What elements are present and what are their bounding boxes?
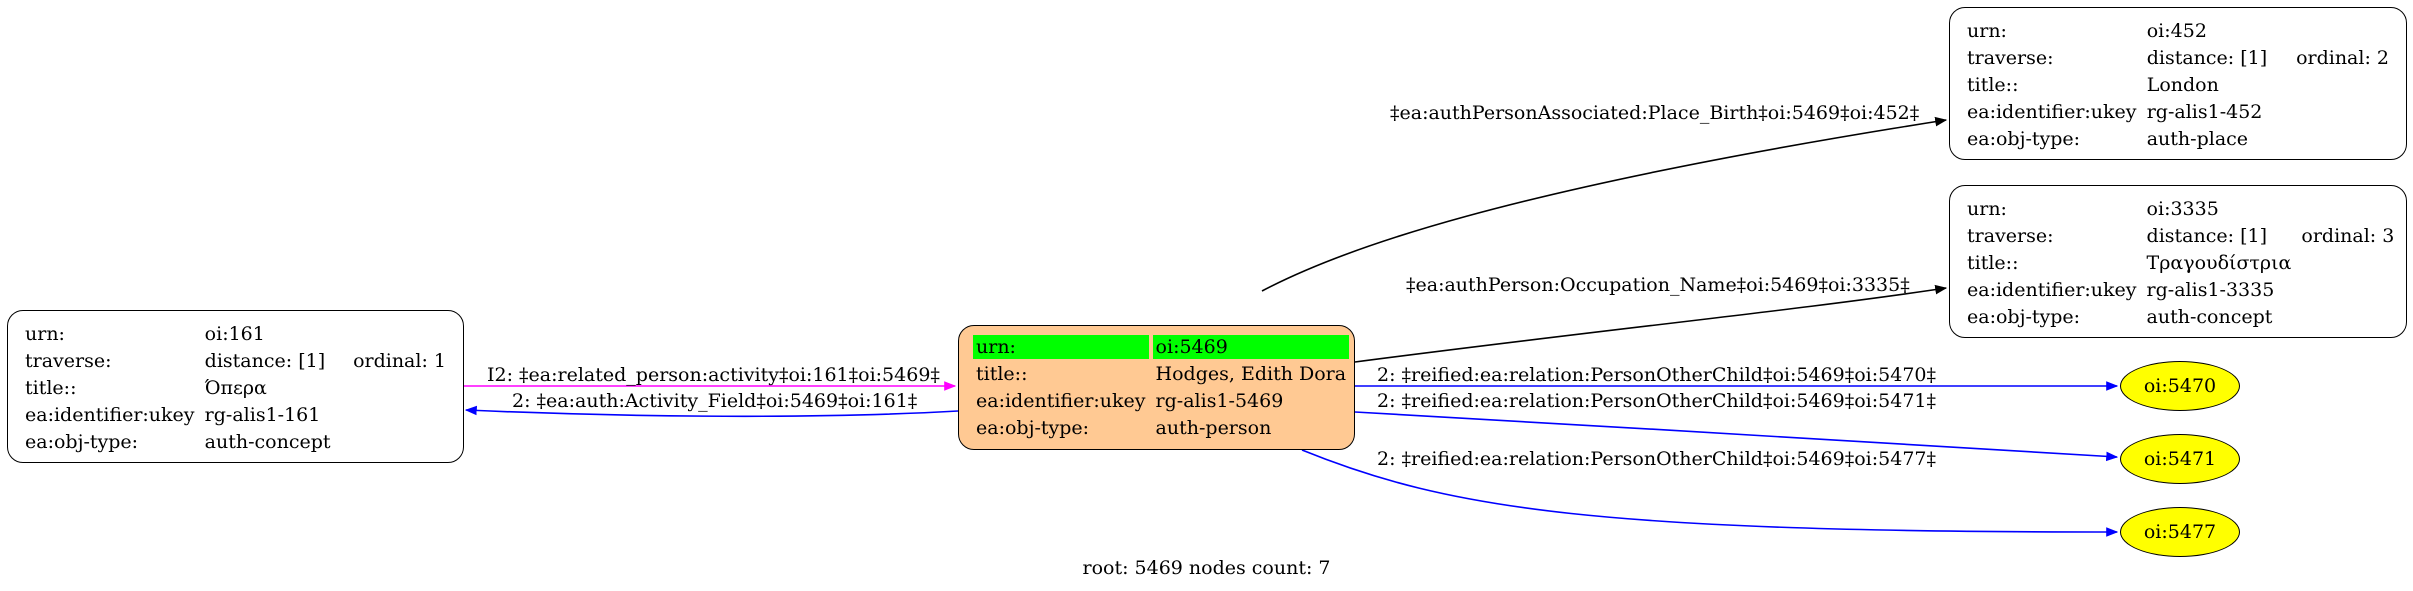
field-extra xyxy=(350,430,449,454)
root-node-oi-5469[interactable]: urn:oi:5469 title::Hodges, Edith Dora ea… xyxy=(958,325,1355,450)
field-label: ea:identifier:ukey xyxy=(1967,101,2137,123)
edge-child-5477 xyxy=(1301,449,2119,537)
field-value: rg-alis1-452 xyxy=(2146,101,2263,123)
node-oi-5471[interactable]: oi:5471 xyxy=(2120,434,2240,484)
edge-label-child-5471: 2: ‡reified:ea:relation:PersonOtherChild… xyxy=(1377,390,1936,412)
field-extra xyxy=(350,403,449,427)
field-value: Τραγουδίστρια xyxy=(2146,252,2292,274)
field-value: distance: [1] xyxy=(204,350,326,372)
edge-place-birth xyxy=(1261,116,1948,292)
field-value: oi:161 xyxy=(204,323,265,345)
field-extra xyxy=(2298,197,2397,221)
field-label: urn: xyxy=(25,323,65,345)
edge-label-activity-field: 2: ‡ea:auth:Activity_Field‡oi:5469‡oi:16… xyxy=(512,390,918,412)
field-value: London xyxy=(2146,74,2219,96)
field-label: ea:identifier:ukey xyxy=(25,404,195,426)
edge-label-place-birth: ‡ea:authPersonAssociated:Place_Birth‡oi:… xyxy=(1390,102,1920,124)
field-label: ea:obj-type: xyxy=(976,417,1090,439)
field-label: title:: xyxy=(1967,252,2019,274)
field-value: Όπερα xyxy=(204,377,267,399)
node-oi-452[interactable]: urn: oi:452 traverse: distance: [1] ordinal… xyxy=(1949,7,2407,160)
field-label: ea:identifier:ukey xyxy=(976,390,1146,412)
field-extra: ordinal: 3 xyxy=(2301,225,2395,247)
node-oi-161[interactable]: urn: oi:161 traverse: distance: [1] ordinal… xyxy=(7,310,464,463)
field-extra xyxy=(350,322,449,346)
field-extra: ordinal: 2 xyxy=(2296,47,2389,69)
field-label: ea:obj-type: xyxy=(1967,306,2081,328)
field-value: auth-concept xyxy=(204,431,331,453)
field-extra xyxy=(2293,127,2392,151)
edge-occupation xyxy=(1354,284,1948,363)
field-label: urn: xyxy=(1967,20,2007,42)
field-extra: ordinal: 1 xyxy=(353,350,446,372)
field-extra xyxy=(2293,19,2392,43)
field-label: title:: xyxy=(1967,74,2019,96)
field-label: title:: xyxy=(25,377,77,399)
field-value: auth-concept xyxy=(2146,306,2273,328)
field-extra xyxy=(2298,278,2397,302)
field-extra xyxy=(2298,251,2397,275)
field-value: oi:5469 xyxy=(1152,335,1350,359)
field-value: distance: [1] xyxy=(2146,47,2268,69)
field-label: ea:obj-type: xyxy=(1967,128,2081,150)
field-value: Hodges, Edith Dora xyxy=(1155,363,1347,385)
field-value: distance: [1] xyxy=(2146,225,2267,247)
edge-label-related-activity: I2: ‡ea:related_person:activity‡oi:161‡o… xyxy=(487,364,940,386)
edge-label-child-5470: 2: ‡reified:ea:relation:PersonOtherChild… xyxy=(1377,364,1936,386)
field-extra xyxy=(2298,305,2397,329)
edge-label-child-5477: 2: ‡reified:ea:relation:PersonOtherChild… xyxy=(1377,448,1936,470)
node-oi-3335[interactable]: urn: oi:3335 traverse: distance: [1] ordina… xyxy=(1949,185,2407,338)
edge-label-occupation: ‡ea:authPerson:Occupation_Name‡oi:5469‡o… xyxy=(1406,274,1910,296)
field-extra xyxy=(2293,100,2392,124)
field-label: urn: xyxy=(1967,198,2007,220)
node-oi-5470[interactable]: oi:5470 xyxy=(2120,361,2240,411)
field-label: ea:obj-type: xyxy=(25,431,139,453)
edge-activity-field xyxy=(464,405,959,418)
graph-footer: root: 5469 nodes count: 7 xyxy=(1082,557,1331,579)
field-value: rg-alis1-3335 xyxy=(2146,279,2275,301)
field-value: rg-alis1-161 xyxy=(204,404,321,426)
field-value: oi:3335 xyxy=(2146,198,2219,220)
field-extra xyxy=(2293,73,2392,97)
field-value: auth-place xyxy=(2146,128,2249,150)
field-label: traverse: xyxy=(1967,225,2054,247)
field-label: traverse: xyxy=(25,350,112,372)
field-value: rg-alis1-5469 xyxy=(1155,390,1284,412)
field-label: traverse: xyxy=(1967,47,2054,69)
field-extra xyxy=(350,376,449,400)
field-label: urn: xyxy=(973,335,1149,359)
node-oi-5477[interactable]: oi:5477 xyxy=(2120,507,2240,557)
edge-child-5471 xyxy=(1354,411,2119,462)
field-label: ea:identifier:ukey xyxy=(1967,279,2137,301)
field-value: oi:452 xyxy=(2146,20,2207,42)
field-label: title:: xyxy=(976,363,1028,385)
field-value: auth-person xyxy=(1155,417,1272,439)
